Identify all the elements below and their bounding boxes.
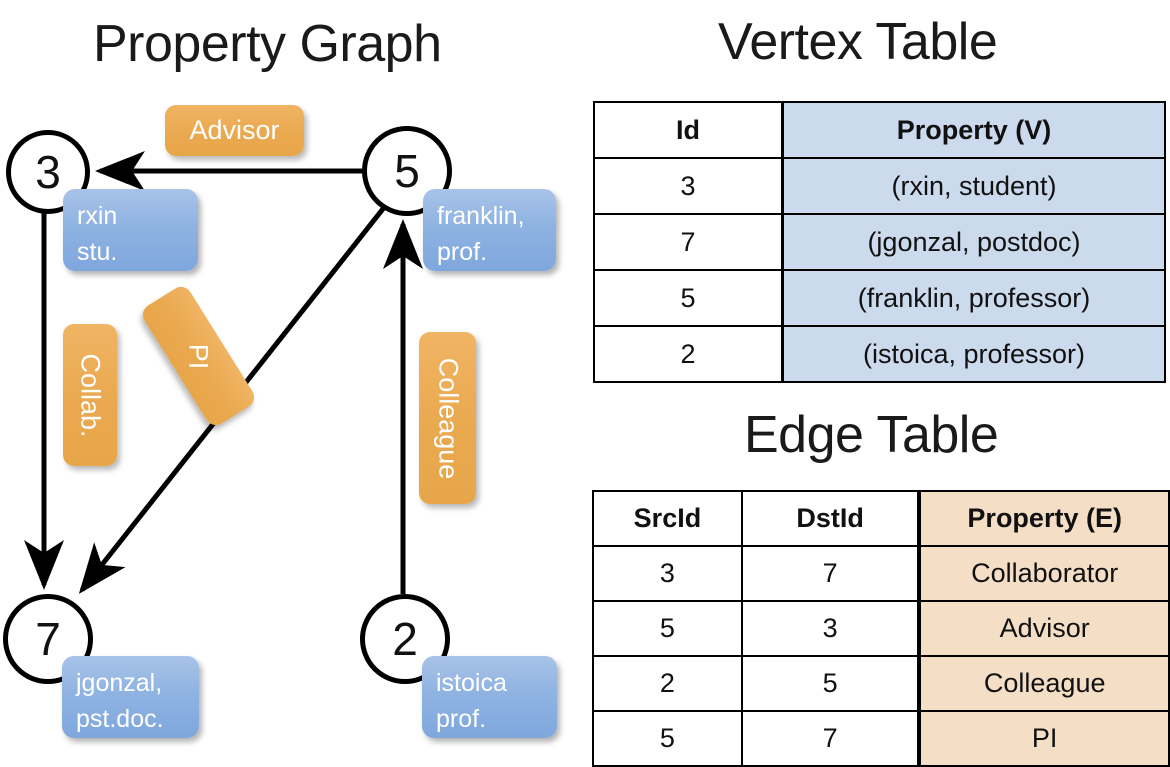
- edge-row-0-property: Collaborator: [917, 545, 1170, 602]
- edge-label-collab-text: Collab.: [75, 352, 106, 438]
- vertex-property-2-line2: prof.: [436, 705, 487, 734]
- vertex-node-3-label: 3: [35, 146, 61, 198]
- table-row[interactable]: 5 (franklin, professor): [593, 269, 1166, 327]
- page-title-property-graph: Property Graph: [93, 15, 442, 73]
- vertex-property-box-5[interactable]: franklin, prof.: [423, 189, 556, 271]
- vertex-property-box-7[interactable]: jgonzal, pst.doc.: [62, 656, 199, 738]
- vertex-property-2-line1: istoica: [436, 669, 507, 697]
- edge-label-colleague-text: Colleague: [433, 357, 463, 479]
- vertex-row-0-id: 3: [593, 157, 784, 215]
- vertex-property-box-3[interactable]: rxin stu.: [63, 189, 198, 271]
- vertex-node-2-label: 2: [392, 613, 418, 665]
- vertex-table-header-id: Id: [593, 101, 784, 159]
- vertex-property-7-line1: jgonzal,: [76, 669, 163, 697]
- edge-label-pi-text: PI: [183, 343, 214, 369]
- edge-row-3-srcid: 5: [592, 710, 743, 767]
- edge-table-header-srcid: SrcId: [592, 490, 743, 547]
- vertex-row-3-id: 2: [593, 325, 784, 383]
- vertex-property-5-line1: franklin,: [437, 202, 525, 230]
- vertex-row-2-property: (franklin, professor): [781, 269, 1166, 327]
- edge-row-1-srcid: 5: [592, 600, 743, 657]
- table-row[interactable]: 5 7 PI: [592, 710, 1170, 767]
- vertex-table-header-property: Property (V): [781, 101, 1166, 159]
- table-row[interactable]: 3 (rxin, student): [593, 157, 1166, 215]
- edge-row-2-property: Colleague: [917, 655, 1170, 712]
- table-row[interactable]: 5 3 Advisor: [592, 600, 1170, 657]
- edge-row-0-dstid: 7: [740, 545, 921, 602]
- vertex-node-5-label: 5: [394, 145, 420, 197]
- edge-label-advisor[interactable]: Advisor: [165, 105, 304, 156]
- vertex-property-5-line2: prof.: [437, 238, 488, 267]
- edge-table-header-row: SrcId DstId Property (E): [592, 490, 1170, 547]
- edge-label-advisor-text: Advisor: [189, 115, 280, 145]
- edge-table-header-property: Property (E): [917, 490, 1170, 547]
- edge-table-header-dstid: DstId: [740, 490, 921, 547]
- edge-row-1-property: Advisor: [917, 600, 1170, 657]
- edge-row-2-srcid: 2: [592, 655, 743, 712]
- vertex-row-0-property: (rxin, student): [781, 157, 1166, 215]
- vertex-property-3-line1: rxin: [77, 202, 118, 230]
- edge-row-3-dstid: 7: [740, 710, 921, 767]
- page-title-edge-table: Edge Table: [744, 406, 999, 464]
- vertex-table-header-row: Id Property (V): [593, 101, 1166, 159]
- edge-row-0-srcid: 3: [592, 545, 743, 602]
- table-row[interactable]: 2 (istoica, professor): [593, 325, 1166, 383]
- edge-row-3-property: PI: [917, 710, 1170, 767]
- page-title-vertex-table: Vertex Table: [718, 13, 998, 71]
- vertex-property-3-line2: stu.: [77, 238, 118, 267]
- vertex-table: Id Property (V) 3 (rxin, student) 7 (jgo…: [593, 101, 1166, 383]
- table-row[interactable]: 7 (jgonzal, postdoc): [593, 213, 1166, 271]
- vertex-row-1-id: 7: [593, 213, 784, 271]
- table-row[interactable]: 3 7 Collaborator: [592, 545, 1170, 602]
- table-row[interactable]: 2 5 Colleague: [592, 655, 1170, 712]
- vertex-row-3-property: (istoica, professor): [781, 325, 1166, 383]
- edge-row-1-dstid: 3: [740, 600, 921, 657]
- vertex-node-5[interactable]: 5: [362, 126, 452, 216]
- edge-row-2-dstid: 5: [740, 655, 921, 712]
- vertex-property-box-2[interactable]: istoica prof.: [422, 656, 557, 738]
- vertex-property-7-line2: pst.doc.: [76, 705, 164, 734]
- edge-table: SrcId DstId Property (E) 3 7 Collaborato…: [592, 490, 1170, 767]
- vertex-row-1-property: (jgonzal, postdoc): [781, 213, 1166, 271]
- vertex-node-7-label: 7: [35, 613, 61, 665]
- property-graph-diagram: 3 5 7 2 rxin stu. franklin, prof. jgonza…: [0, 0, 590, 760]
- edge-label-collab[interactable]: Collab.: [63, 324, 117, 466]
- vertex-row-2-id: 5: [593, 269, 784, 327]
- vertex-node-2[interactable]: 2: [360, 594, 450, 684]
- edge-label-colleague[interactable]: Colleague: [419, 332, 476, 504]
